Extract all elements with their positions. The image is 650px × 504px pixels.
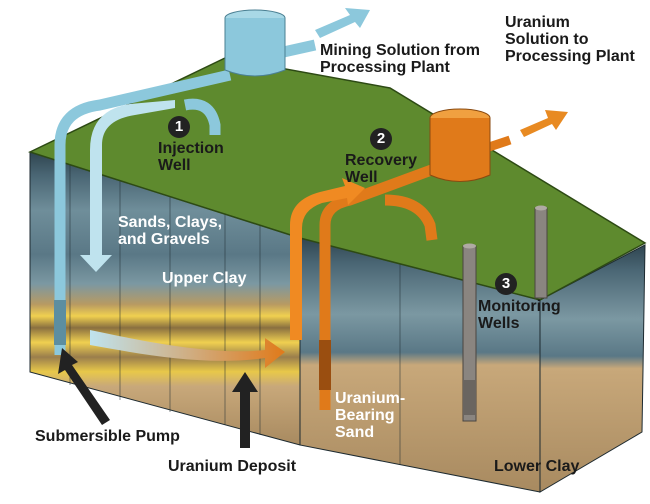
pointer-arrows xyxy=(58,348,258,448)
sands-clays-gravels-label: Sands, Clays, and Gravels xyxy=(118,214,223,248)
recovery-well-number: 2 xyxy=(370,128,392,150)
upper-clay-label: Upper Clay xyxy=(162,270,247,287)
uranium-solution-label: Uranium Solution to Processing Plant xyxy=(505,14,635,65)
recovery-well xyxy=(290,108,512,410)
mining-solution-arrow xyxy=(315,8,370,38)
mining-solution-label: Mining Solution from Processing Plant xyxy=(320,42,480,76)
monitoring-wells xyxy=(462,205,548,422)
monitoring-wells-number: 3 xyxy=(495,273,517,295)
right-side-face xyxy=(539,244,646,493)
injection-well xyxy=(54,9,317,355)
uranium-solution-arrow xyxy=(520,110,568,137)
lower-clay-label: Lower Clay xyxy=(494,458,580,475)
uranium-deposit-label: Uranium Deposit xyxy=(168,458,297,475)
recovery-well-label: Recovery Well xyxy=(345,152,418,186)
flow-arrow xyxy=(90,330,285,368)
uranium-bearing-sand-label: Uranium-Bearing Sand xyxy=(335,390,406,441)
injection-well-label: Injection Well xyxy=(158,140,224,174)
submersible-pump-label: Submersible Pump xyxy=(35,428,180,445)
injection-well-number: 1 xyxy=(168,116,190,138)
monitoring-wells-label: Monitoring Wells xyxy=(478,298,561,332)
